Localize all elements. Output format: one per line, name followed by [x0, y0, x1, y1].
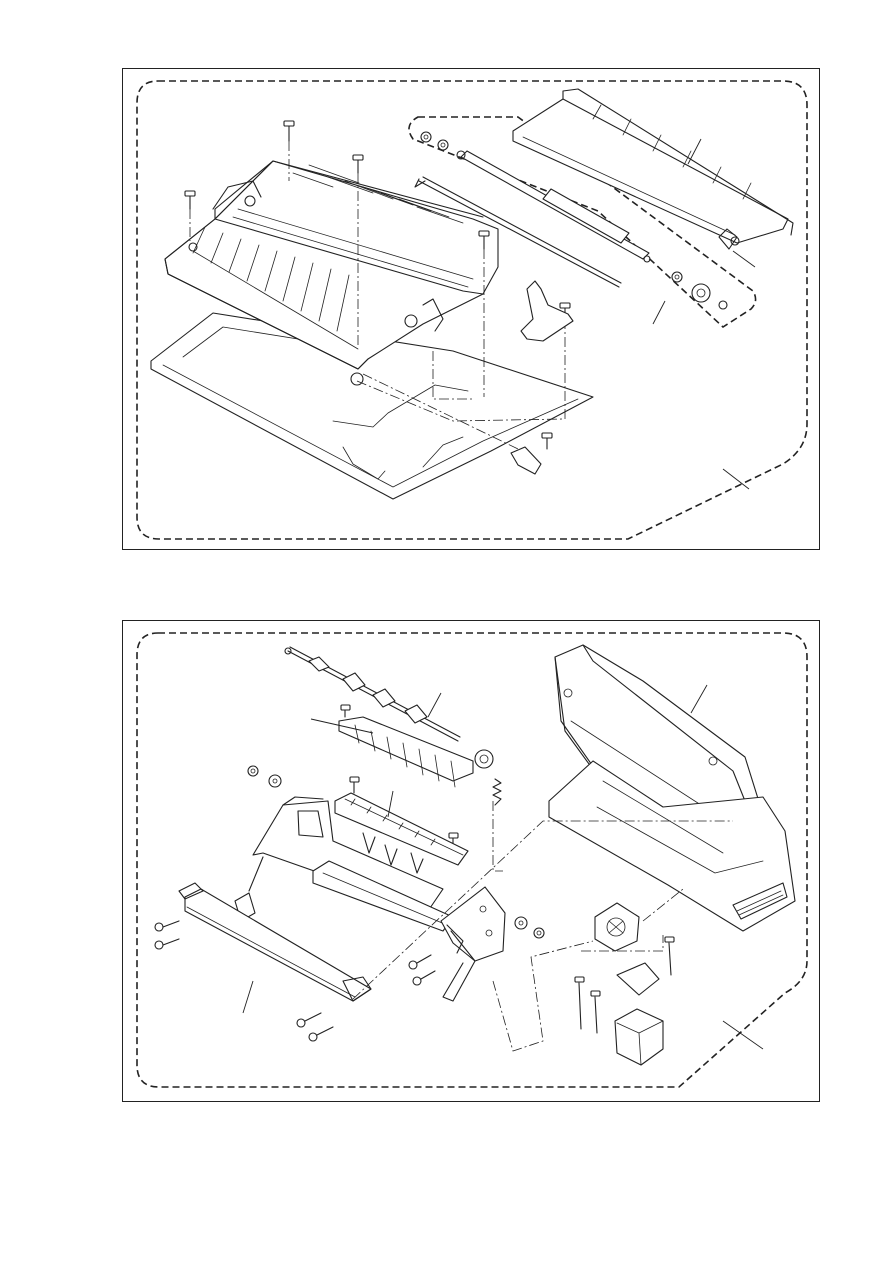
leader-line: [387, 790, 394, 818]
front-panel-bar: [178, 882, 372, 1002]
assembly-line: [432, 351, 473, 400]
leader-line: [722, 468, 750, 490]
platen-roller: [456, 150, 651, 263]
upper-exploded-view-panel: [122, 68, 820, 550]
screw-icon: [283, 120, 295, 181]
bushing: [718, 300, 728, 310]
leader-line: [687, 138, 702, 165]
assembly-line: [492, 801, 503, 872]
roller-subgroup-boundary-dashed: [408, 116, 757, 329]
main-frame: [164, 160, 499, 386]
screw-icon: [478, 230, 490, 397]
gear-icon: [691, 283, 711, 303]
assembly-line: [356, 380, 564, 422]
screw-icon: [184, 190, 196, 241]
screw-icon: [590, 990, 601, 1034]
screw-icon: [408, 954, 432, 970]
leader-line: [690, 684, 708, 714]
bushing: [533, 927, 545, 939]
upper-exploded-view-drawing: [136, 80, 808, 540]
screw-icon: [574, 976, 585, 1030]
leader-line: [652, 300, 666, 325]
leader-line: [732, 250, 756, 268]
leader-line: [310, 718, 374, 734]
screw-icon: [308, 1026, 334, 1042]
screw-icon: [664, 936, 675, 976]
scanner-frame: [234, 792, 469, 932]
fan-icon: [594, 902, 640, 952]
bushing: [247, 765, 259, 777]
screw-icon: [349, 776, 360, 794]
screw-icon: [340, 704, 351, 718]
base-tray: [150, 312, 594, 500]
screw-icon: [296, 1012, 322, 1028]
bushing: [268, 774, 282, 788]
group-boundary-dashed: [136, 80, 808, 540]
assembly-line: [581, 935, 664, 952]
lower-exploded-view-drawing: [136, 632, 808, 1088]
screw-icon: [541, 432, 553, 450]
filter-pad: [616, 962, 660, 996]
feed-shaft: [414, 176, 622, 288]
lower-exploded-view-panel: [122, 620, 820, 1102]
duct-box: [614, 1008, 664, 1066]
leader-line: [242, 980, 254, 1014]
lower-housing: [548, 760, 796, 932]
screw-icon: [154, 938, 180, 950]
bushing: [420, 131, 432, 143]
upper-rail-frame: [512, 88, 794, 250]
spring: [492, 778, 502, 806]
assembly-line: [642, 888, 684, 922]
bushing: [514, 916, 528, 930]
screw-icon: [352, 154, 364, 347]
feed-roller-shaft: [284, 646, 461, 742]
bushing: [671, 271, 683, 283]
side-plate: [440, 886, 506, 1002]
leader-line: [722, 1020, 764, 1050]
lever-arm: [520, 280, 574, 342]
bushing: [437, 139, 449, 151]
screw-icon: [154, 920, 180, 932]
assembly-line: [362, 373, 519, 450]
assembly-line: [492, 940, 594, 1052]
group-boundary-dashed: [136, 632, 808, 1088]
assembly-line: [352, 820, 733, 1000]
paper-guide-fingers: [338, 716, 474, 788]
latch-part: [510, 446, 542, 475]
leader-line: [427, 692, 442, 718]
screw-icon: [412, 970, 436, 986]
gear-icon: [474, 749, 494, 769]
